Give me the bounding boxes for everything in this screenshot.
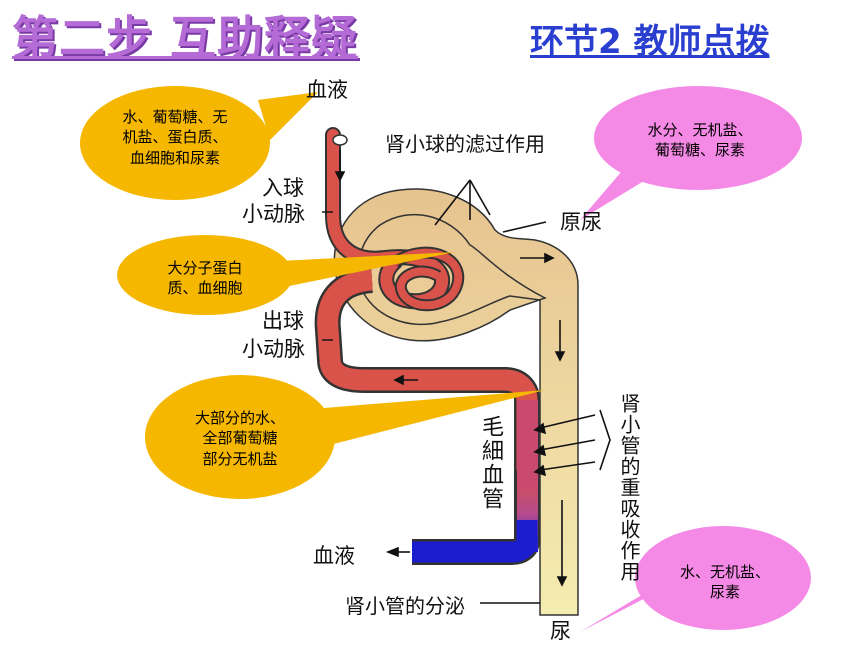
callout-reabsorbed-text: 大部分的水、 全部葡萄糖 部分无机盐 <box>194 409 285 468</box>
callout-blood-components <box>80 86 318 200</box>
callout-urine-text: 水、无机盐、 尿素 <box>679 563 770 602</box>
label-efferent-2: 小动脉 <box>242 337 305 361</box>
leader-primary-urine <box>502 221 547 233</box>
reabsorption-bracket <box>599 409 611 471</box>
callout-filtered-text: 水分、无机盐、 葡萄糖、尿素 <box>647 121 753 160</box>
flow-arrows <box>334 150 596 587</box>
label-blood-in: 血液 <box>306 78 348 102</box>
label-glomerular-filtration: 肾小球的滤过作用 <box>385 132 545 156</box>
callout-urine <box>580 526 811 632</box>
vein-blue <box>412 520 538 563</box>
page-title: 第二步 互助释疑 <box>12 11 359 65</box>
callout-not-filtered-text: 大分子蛋白 质、血细胞 <box>167 259 243 298</box>
capillary-mid <box>517 400 538 490</box>
section-title: 环节2 教师点拨 <box>530 22 770 62</box>
label-afferent-1: 入球 <box>262 176 304 200</box>
callout-filtered <box>580 86 802 220</box>
afferent-arteriole <box>325 127 451 310</box>
label-primary-urine: 原尿 <box>560 210 602 234</box>
label-afferent-2: 小动脉 <box>242 202 305 226</box>
vessel-opening <box>332 134 348 146</box>
label-tubule-secretion: 肾小管的分泌 <box>345 594 465 618</box>
callout-not-filtered <box>117 235 455 315</box>
label-capillary: 毛細血管 <box>478 415 503 511</box>
callout-blood-components-text: 水、葡萄糖、无 机盐、蛋白质、 血细胞和尿素 <box>122 108 228 167</box>
label-tubule-reabsorption: 肾小管的重吸收作用 <box>617 393 641 582</box>
label-urine: 尿 <box>550 619 571 643</box>
label-blood-out: 血液 <box>313 544 355 568</box>
label-efferent-1: 出球 <box>262 309 304 333</box>
callout-reabsorbed <box>145 375 545 499</box>
